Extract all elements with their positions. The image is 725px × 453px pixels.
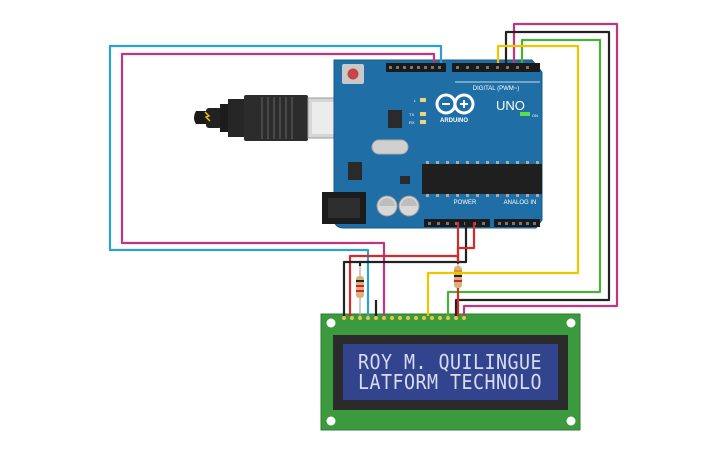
mount-hole-tl — [326, 318, 336, 328]
lcd-line-2: LATFORM TECHNOLO — [358, 370, 542, 394]
wire-red-led[interactable] — [456, 222, 476, 262]
usb-symbol-icon — [204, 111, 211, 122]
wire-green-db5[interactable] — [446, 38, 602, 316]
wire-yellow-db4[interactable] — [426, 44, 580, 316]
wire-magenta-db7[interactable] — [462, 22, 619, 316]
mount-hole-br — [566, 416, 576, 426]
led-rx-label: RX — [409, 120, 415, 125]
wire-black-gnd[interactable] — [342, 222, 468, 316]
atmega-chip — [422, 164, 542, 194]
board-brand: ARDUINO — [440, 118, 468, 124]
lcd-line-1: ROY M. QUILINGUE — [358, 350, 542, 374]
on-label: ON — [532, 113, 538, 118]
led-tx-label: TX — [409, 112, 414, 117]
arduino-board[interactable]: DIGITAL (PWM~) UNO ARDUINO L TX RX ON — [322, 59, 543, 229]
wire-red-5v[interactable] — [348, 222, 460, 316]
board-model: UNO — [496, 98, 525, 113]
mount-hole-bl — [326, 416, 336, 426]
power-led — [520, 112, 530, 116]
regulator — [348, 162, 362, 180]
resistor-contrast[interactable] — [356, 266, 364, 316]
lcd-module[interactable]: ROY M. QUILINGUE LATFORM TECHNOLO — [320, 313, 581, 431]
analog-header — [494, 219, 540, 227]
lcd-pin-row — [342, 316, 466, 320]
led-l-label: L — [414, 98, 417, 103]
wire-black-db6[interactable] — [454, 30, 611, 316]
wires — [108, 22, 619, 316]
analog-label: ANALOG IN — [504, 200, 537, 206]
crystal — [371, 139, 409, 155]
digital-label: DIGITAL (PWM~) — [473, 86, 520, 92]
usb-cable[interactable] — [194, 95, 339, 141]
power-label: POWER — [454, 200, 477, 206]
usb-chip — [388, 110, 402, 128]
small-chip — [400, 176, 410, 184]
header-left — [386, 63, 446, 72]
arduino-logo — [435, 93, 475, 115]
lcd-screen — [343, 344, 558, 400]
mount-hole-tr — [566, 318, 576, 328]
